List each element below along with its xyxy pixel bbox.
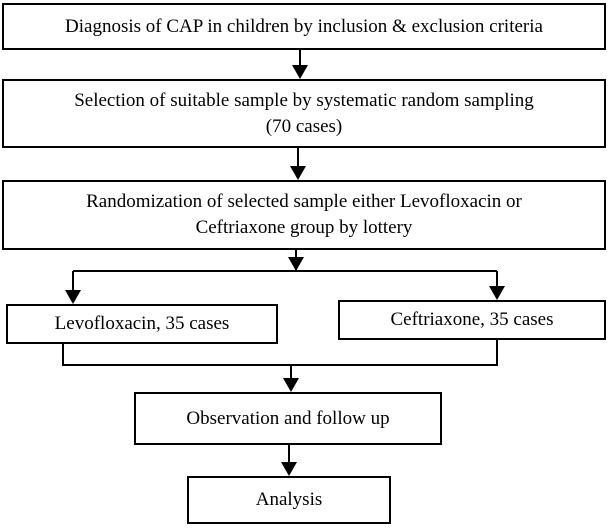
node-analysis: Analysis [187, 476, 391, 524]
node-selection: Selection of suitable sample by systemat… [2, 79, 606, 148]
node-analysis-text: Analysis [255, 489, 323, 510]
arrowhead-branch-center [288, 257, 304, 271]
node-randomization: Randomization of selected sample either … [2, 180, 606, 250]
node-levofloxacin: Levofloxacin, 35 cases [6, 304, 278, 344]
edge-levofloxacin-merge [62, 344, 291, 366]
node-diagnosis: Diagnosis of CAP in children by inclusio… [2, 3, 606, 50]
node-selection-text-line1: Selection of suitable sample by systemat… [74, 89, 534, 111]
node-ceftriaxone-text: Ceftriaxone, 35 cases [390, 309, 554, 330]
node-diagnosis-text: Diagnosis of CAP in children by inclusio… [65, 15, 543, 37]
arrowhead-randomization [290, 166, 306, 180]
arrowhead-ceftriaxone [489, 286, 505, 300]
node-selection-text-line2: (70 cases) [265, 115, 343, 137]
arrowhead-selection [292, 65, 308, 79]
arrowhead-analysis [281, 462, 297, 476]
node-observation-text: Observation and follow up [186, 407, 390, 429]
node-ceftriaxone: Ceftriaxone, 35 cases [338, 300, 606, 340]
arrowhead-levofloxacin [65, 290, 81, 304]
arrowhead-observation [283, 378, 299, 392]
edge-ceftriaxone-merge [291, 340, 498, 366]
node-observation: Observation and follow up [134, 392, 442, 445]
node-levofloxacin-text: Levofloxacin, 35 cases [54, 313, 230, 334]
node-randomization-text-line1: Randomization of selected sample either … [86, 191, 522, 212]
node-randomization-text-line2: Ceftriaxone group by lottery [195, 217, 413, 238]
